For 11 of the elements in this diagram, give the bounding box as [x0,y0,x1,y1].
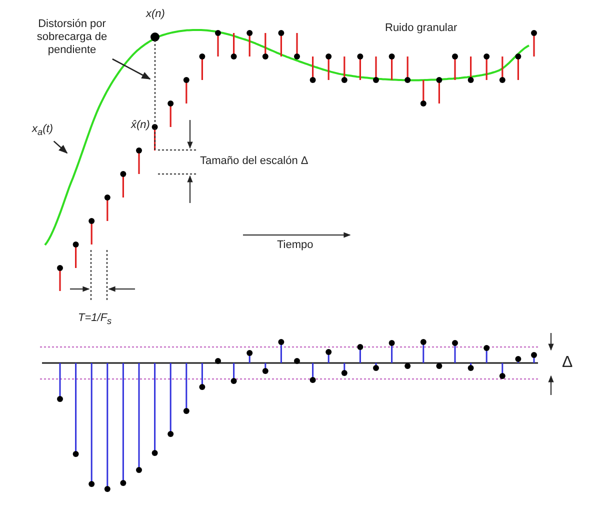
curve-label: x$_{a}$(t) [32,123,53,140]
math-label: T=1/F$_{s}$ [78,312,112,328]
leader-line [53,140,68,154]
math-label: Δ [562,354,573,372]
annotation-text: Ruido granular [385,22,458,35]
axis-label: Tiempo [277,239,314,252]
annotation-text: Distorsión por sobrecarga de pendiente [12,18,132,57]
math-label: x̂(n) [131,119,150,132]
leader-line [112,58,151,80]
math-label: x(n) [146,8,165,21]
annotation-text: Tamaño del escalón Δ [200,155,308,168]
